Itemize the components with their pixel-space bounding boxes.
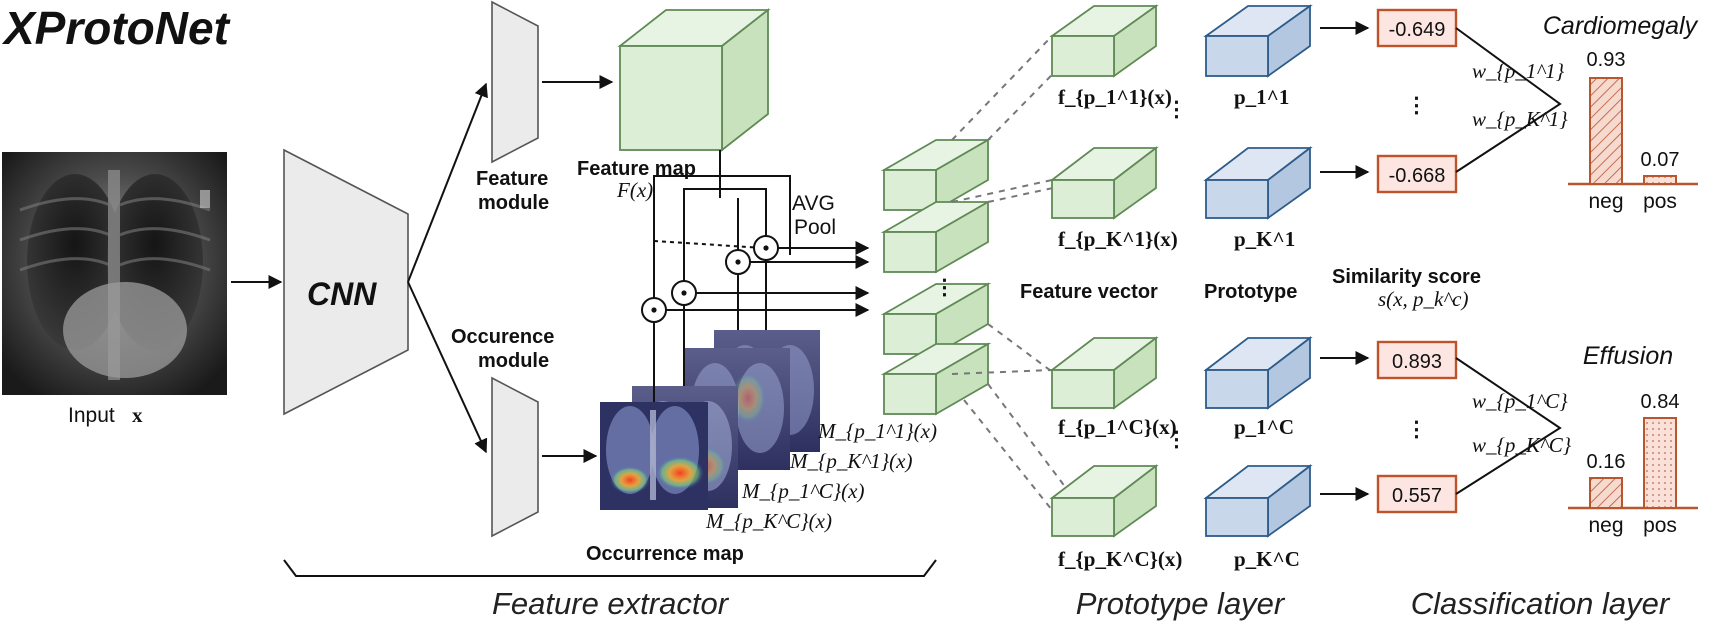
feature-vector-cubes	[1049, 4, 1159, 538]
pooled-vdots: ⋮	[934, 276, 955, 299]
feature-vector-vdots-bottom: ⋮	[1166, 428, 1187, 451]
feature-vector-label-4: f_{p_K^C}(x)	[1058, 547, 1182, 571]
cnn-block	[283, 148, 409, 416]
similarity-formula: s(x, p_k^c)	[1378, 287, 1468, 311]
weight-label-3: w_{p_1^C}	[1472, 389, 1568, 413]
similarity-score-3: 0.893	[1392, 351, 1442, 373]
occurrence-map-stack	[600, 330, 820, 510]
cnn-to-occurrence-arrow	[407, 281, 488, 454]
label-cardiomegaly-neg: neg	[1588, 190, 1623, 213]
bar-cardiomegaly-neg	[1589, 77, 1623, 185]
occurrence-map-label-1: M_{p_1^1}(x)	[817, 419, 937, 443]
similarity-header: Similarity score	[1332, 266, 1481, 288]
occurrence-map-label-4: M_{p_K^C}(x)	[705, 509, 832, 533]
input-xray-image	[2, 152, 227, 395]
score-vdots-bottom: ⋮	[1406, 418, 1427, 441]
score-vdots-top: ⋮	[1406, 94, 1427, 117]
feature-vector-3	[1049, 336, 1159, 410]
input-label: Input	[68, 404, 115, 427]
feature-map-cube	[617, 8, 771, 152]
section-prototype-layer: Prototype layer	[1076, 586, 1286, 621]
value-cardiomegaly-pos: 0.07	[1641, 149, 1680, 171]
avg-pool-arrows	[666, 241, 870, 317]
prototype-label-3: p_1^C	[1234, 415, 1294, 439]
occurrence-map-label: Occurrence map	[586, 543, 744, 565]
label-cardiomegaly-pos: pos	[1643, 190, 1677, 213]
section-classification-layer: Classification layer	[1411, 586, 1671, 621]
weight-label-4: w_{p_K^C}	[1472, 433, 1572, 457]
label-effusion-neg: neg	[1588, 514, 1623, 537]
feature-vector-label-1: f_{p_1^1}(x)	[1058, 85, 1172, 109]
feature-vector-header: Feature vector	[1020, 281, 1158, 303]
weight-label-2: w_{p_K^1}	[1472, 107, 1568, 131]
elementwise-product-dots	[651, 245, 769, 313]
feature-vector-label-2: f_{p_K^1}(x)	[1058, 227, 1178, 251]
occurrence-module-line2: module	[478, 350, 549, 372]
class-chart-effusion: Effusion 0.16 0.84 neg pos	[1568, 342, 1698, 537]
cnn-to-feature-arrow	[407, 82, 488, 283]
occurrence-module-block	[491, 376, 539, 538]
similarity-score-boxes	[1376, 8, 1458, 514]
pooled-vectors-stack	[880, 138, 992, 416]
input-symbol: x	[132, 403, 143, 427]
feature-extractor-bracket	[283, 559, 937, 577]
value-cardiomegaly-neg: 0.93	[1587, 49, 1626, 71]
feature-module-line2: module	[478, 192, 549, 214]
prototype-header: Prototype	[1204, 281, 1297, 303]
bar-effusion-neg	[1589, 477, 1623, 509]
occurrence-module-line1: Occurence	[451, 326, 554, 348]
bar-effusion-pos	[1643, 417, 1677, 509]
feature-module-line1: Feature	[476, 168, 548, 190]
class-chart-cardiomegaly: Cardiomegaly 0.93 0.07 neg pos	[1543, 12, 1699, 213]
class-name-effusion: Effusion	[1583, 342, 1673, 370]
occurrence-map-label-3: M_{p_1^C}(x)	[741, 479, 864, 503]
cnn-label: CNN	[307, 276, 377, 312]
value-effusion-pos: 0.84	[1641, 391, 1680, 413]
weight-connections	[1455, 27, 1562, 495]
prototype-to-score-arrows	[1320, 21, 1370, 501]
occurrence-map-1	[600, 402, 708, 510]
feature-map-label: Feature map	[577, 158, 696, 180]
feature-vector-vdots-top: ⋮	[1166, 98, 1187, 121]
label-effusion-pos: pos	[1643, 514, 1677, 537]
avg-pool-line1: AVG	[792, 192, 835, 215]
class-name-cardiomegaly: Cardiomegaly	[1543, 12, 1699, 40]
page-title: XProtoNet	[1, 2, 231, 54]
similarity-score-1: -0.649	[1389, 19, 1446, 41]
feature-map-formula: F(x)	[616, 178, 653, 202]
prototype-cubes	[1203, 4, 1313, 538]
prototype-label-2: p_K^1	[1234, 227, 1295, 251]
prototype-label-1: p_1^1	[1234, 85, 1289, 109]
feature-vector-4	[1049, 464, 1159, 538]
bar-cardiomegaly-pos	[1643, 175, 1677, 185]
prototype-label-4: p_K^C	[1234, 547, 1300, 571]
value-effusion-neg: 0.16	[1587, 451, 1626, 473]
weight-label-1: w_{p_1^1}	[1472, 59, 1565, 83]
feature-vector-2	[1049, 146, 1159, 220]
prototype-3	[1203, 336, 1313, 410]
prototype-1	[1203, 4, 1313, 78]
feature-module-block	[491, 0, 539, 164]
avg-pool-line2: Pool	[794, 216, 836, 239]
section-feature-extractor: Feature extractor	[492, 586, 730, 621]
prototype-2	[1203, 146, 1313, 220]
feature-vector-1	[1049, 4, 1159, 78]
feature-vector-label-3: f_{p_1^C}(x)	[1058, 415, 1177, 439]
similarity-score-2: -0.668	[1389, 165, 1446, 187]
similarity-score-4: 0.557	[1392, 485, 1442, 507]
occurrence-map-label-2: M_{p_K^1}(x)	[789, 449, 912, 473]
prototype-4	[1203, 464, 1313, 538]
